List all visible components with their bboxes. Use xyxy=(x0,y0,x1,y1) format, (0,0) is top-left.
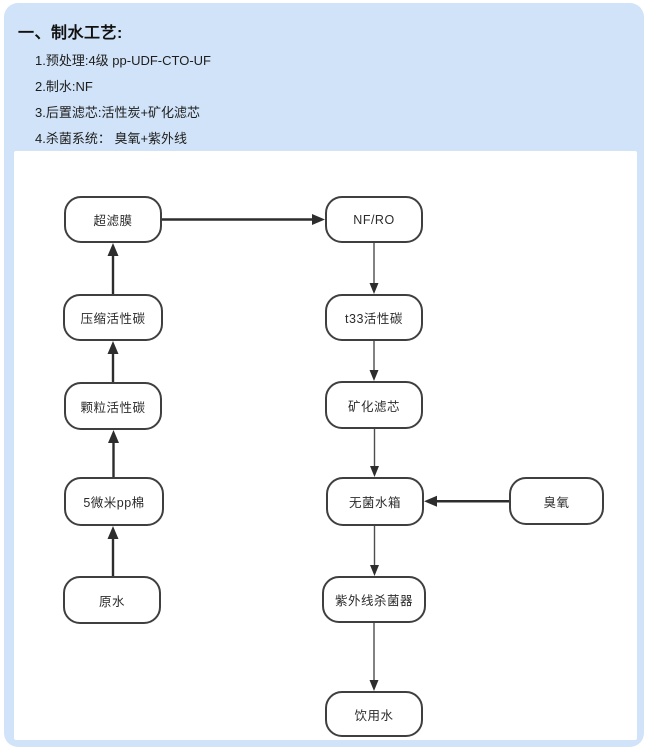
flow-node-raw-water: 原水 xyxy=(63,576,161,624)
page-title: 一、制水工艺: xyxy=(18,25,123,42)
flow-node-mineral-filter: 矿化滤芯 xyxy=(325,381,423,429)
flow-node-compressed-carbon: 压缩活性碳 xyxy=(63,294,163,341)
water-process-card: 一、制水工艺: 1.预处理:4级 pp-UDF-CTO-UF 2.制水:NF 3… xyxy=(4,3,644,747)
process-step-pretreatment: 1.预处理:4级 pp-UDF-CTO-UF xyxy=(35,53,211,68)
process-step-list: 1.预处理:4级 pp-UDF-CTO-UF 2.制水:NF 3.后置滤芯:活性… xyxy=(35,48,211,152)
flow-node-pp-cotton: 5微米pp棉 xyxy=(64,477,164,526)
flowchart-panel: 超滤膜 压缩活性碳 颗粒活性碳 5微米pp棉 原水 NF/RO t33活性碳 矿… xyxy=(14,151,637,740)
process-step-water-making: 2.制水:NF xyxy=(35,79,93,94)
flow-node-t33-carbon: t33活性碳 xyxy=(325,294,423,341)
flow-node-drinking-water: 饮用水 xyxy=(325,691,423,737)
process-step-post-filter: 3.后置滤芯:活性炭+矿化滤芯 xyxy=(35,105,201,120)
flow-node-sterile-tank: 无菌水箱 xyxy=(326,477,424,526)
flow-node-nf-ro: NF/RO xyxy=(325,196,423,243)
flow-node-ozone: 臭氧 xyxy=(509,477,604,525)
process-step-sterilization: 4.杀菌系统： 臭氧+紫外线 xyxy=(35,131,188,146)
flow-node-granular-carbon: 颗粒活性碳 xyxy=(64,382,162,430)
flow-node-uv-sterilizer: 紫外线杀菌器 xyxy=(322,576,426,623)
flow-arrows xyxy=(107,214,509,691)
flow-node-uf-membrane: 超滤膜 xyxy=(64,196,162,243)
